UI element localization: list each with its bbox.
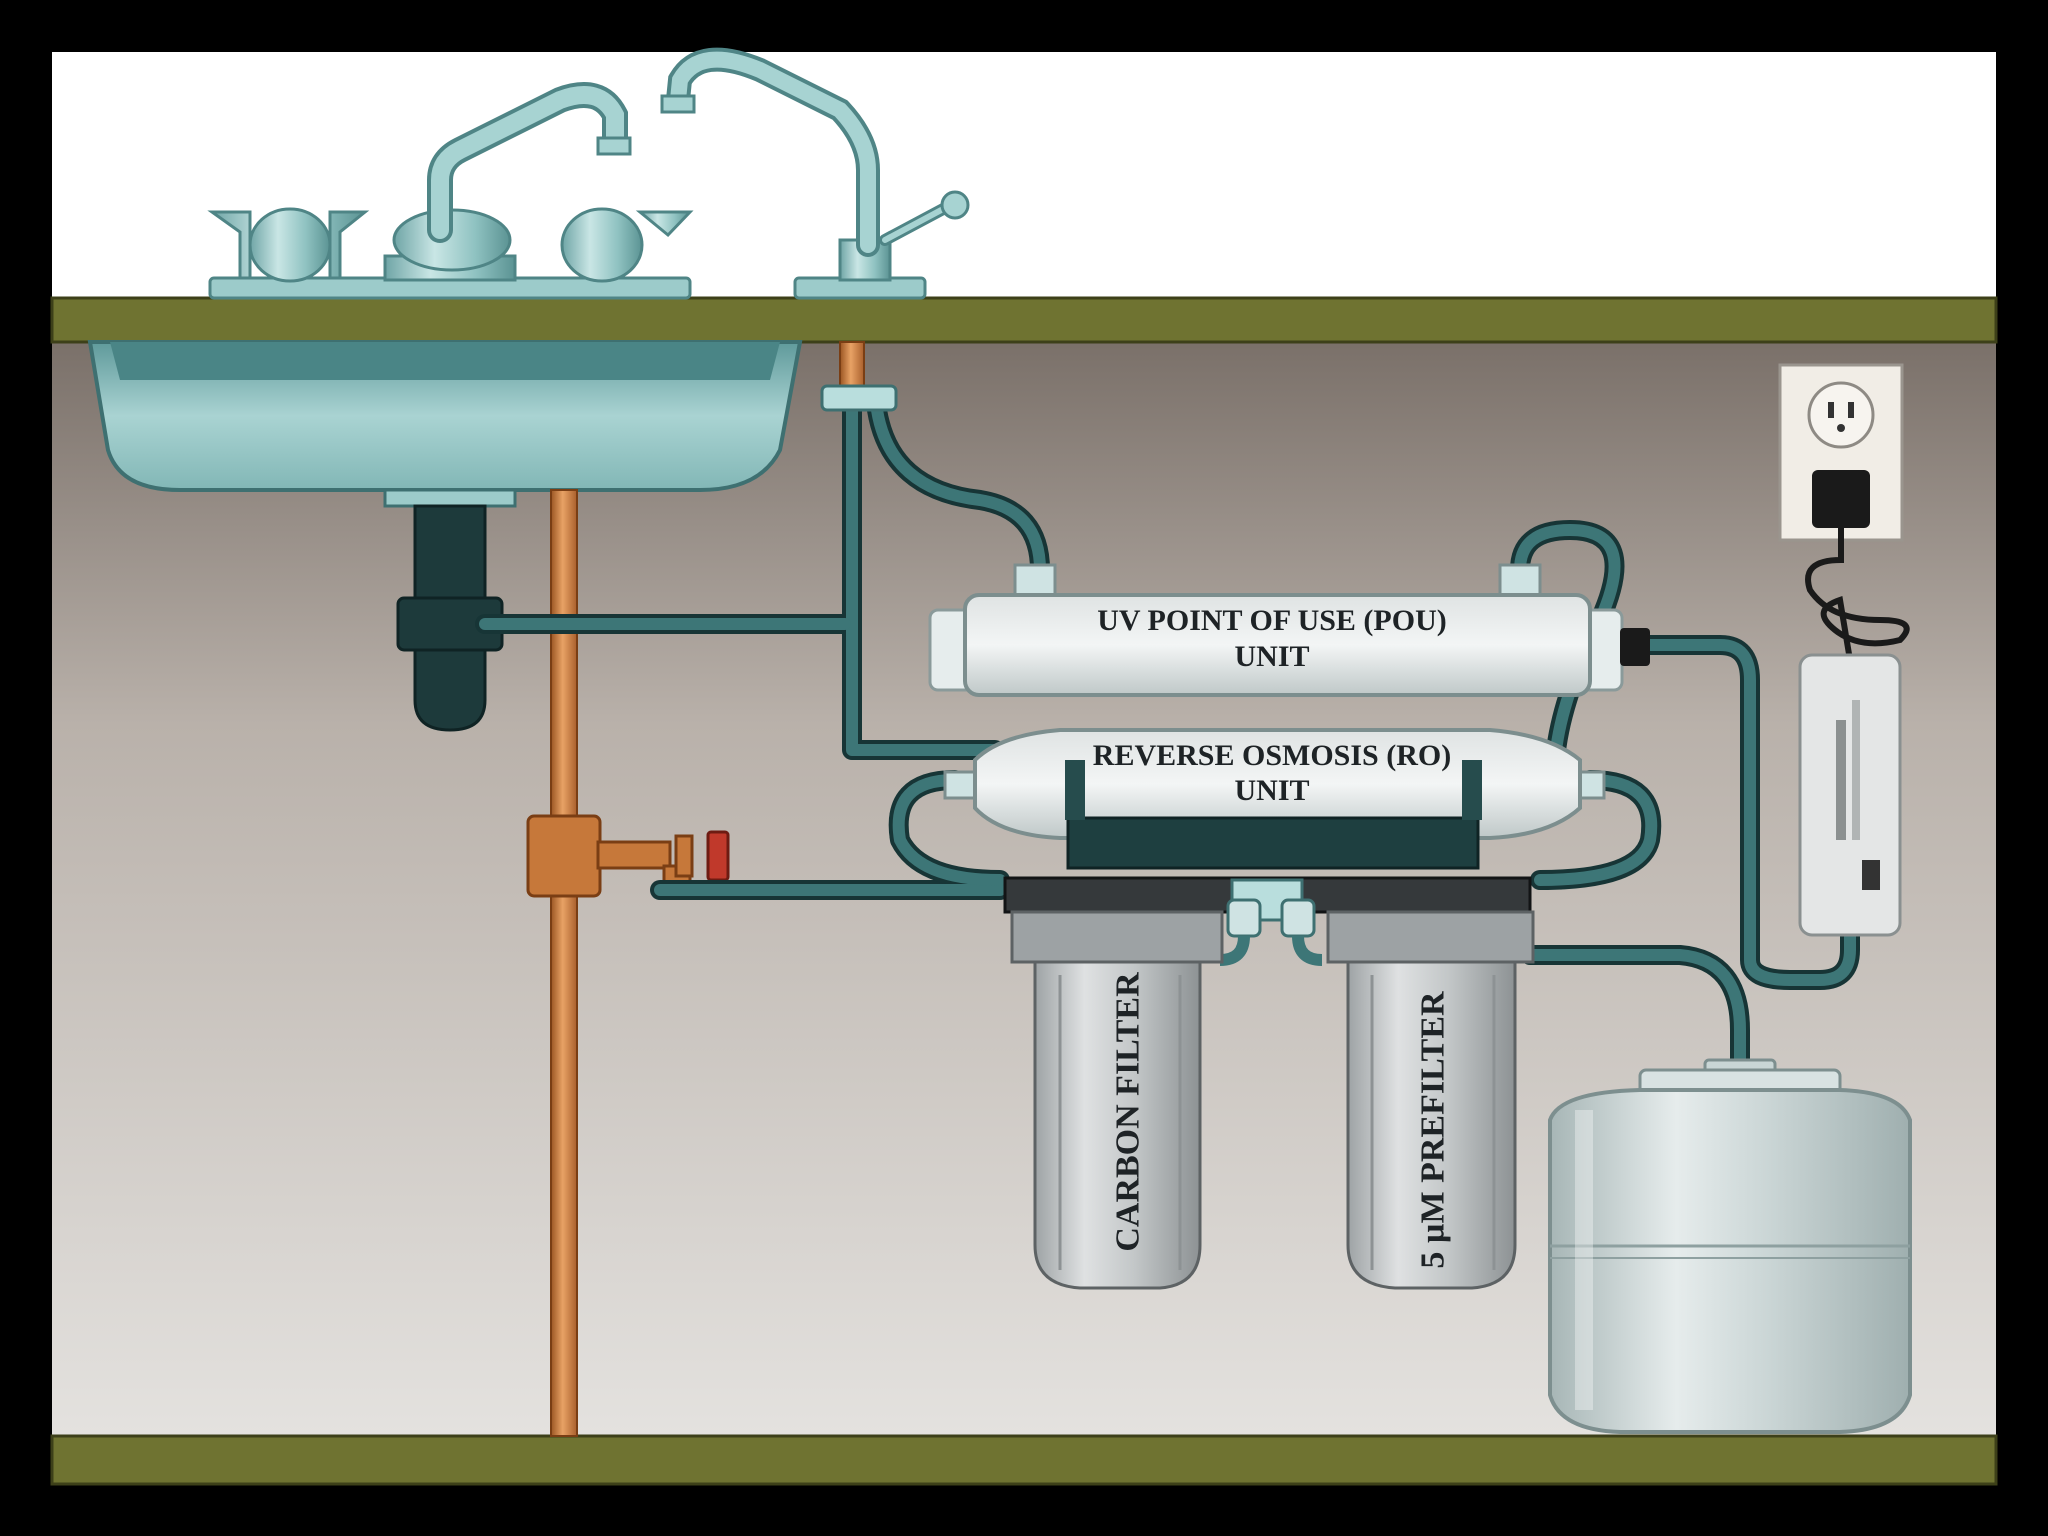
carbon-filter-label: CARBON FILTER — [1110, 972, 1147, 1252]
wall-outlet — [1778, 363, 1904, 542]
tee-fitting — [820, 384, 898, 412]
uv-unit: UV POINT OF USE (POU) UNIT — [928, 563, 1650, 697]
filter-manifold — [1003, 876, 1532, 966]
ro-faucet — [660, 47, 970, 300]
sediment-prefilter: 5 µM PREFILTER — [1326, 910, 1535, 1290]
drain-pipe — [396, 504, 504, 732]
uv-label-line1: UV POINT OF USE (POU) — [1097, 604, 1446, 637]
ro-label-line1: REVERSE OSMOSIS (RO) — [1093, 739, 1451, 772]
power-cord — [1805, 528, 1910, 661]
tubing — [475, 400, 1860, 1090]
countertop — [50, 296, 1998, 344]
carbon-filter: CARBON FILTER — [1010, 910, 1224, 1290]
cabinet-floor — [50, 1434, 1998, 1486]
upper-background — [52, 52, 1996, 302]
main-faucet — [207, 82, 694, 300]
cold-water-supply-pipe — [550, 341, 865, 1437]
sink-basin — [87, 340, 803, 508]
ro-label-line2: UNIT — [1234, 774, 1309, 807]
uv-ballast — [1798, 653, 1902, 937]
prefilter-label: 5 µM PREFILTER — [1415, 991, 1452, 1269]
ro-membrane-unit: REVERSE OSMOSIS (RO) UNIT — [943, 728, 1606, 870]
storage-tank — [1548, 1058, 1912, 1434]
uv-label-line2: UNIT — [1234, 640, 1309, 673]
